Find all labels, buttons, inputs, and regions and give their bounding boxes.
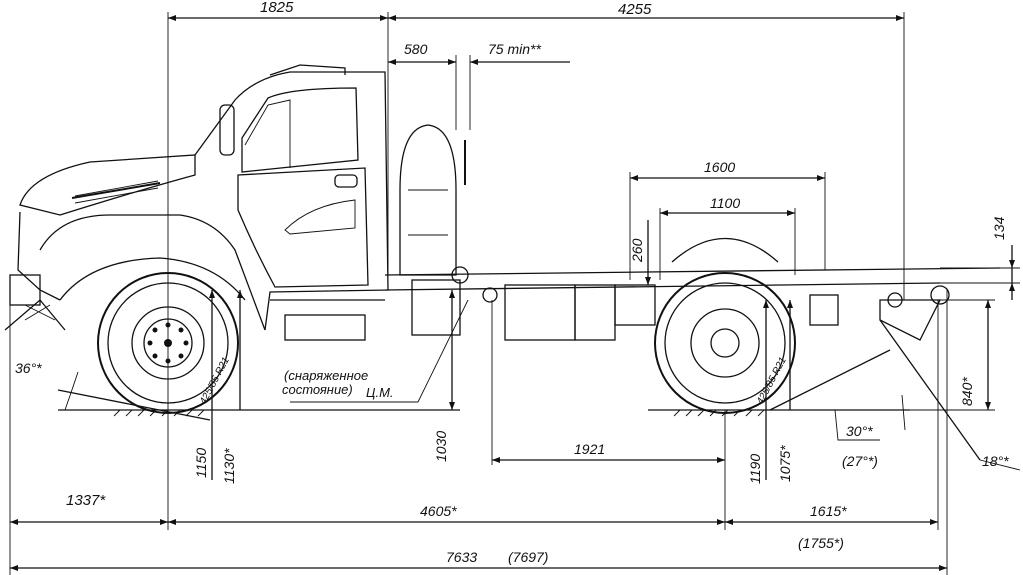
dim-75-min: 75 min** — [488, 41, 541, 57]
dim-260: 260 — [629, 238, 645, 263]
truck-cab — [9, 64, 389, 341]
cg-note-line2: состояние) — [282, 382, 353, 397]
dim-1337: 1337* — [66, 492, 106, 509]
dim-27-deg: (27°*) — [842, 453, 878, 469]
dim-36-deg: 36°* — [15, 360, 42, 376]
dim-1615: 1615* — [810, 503, 847, 519]
dim-840: 840* — [959, 377, 975, 406]
dim-1600: 1600 — [704, 159, 735, 175]
dim-1075: 1075* — [777, 445, 793, 482]
dim-580: 580 — [404, 41, 428, 57]
dim-4255: 4255 — [618, 1, 652, 18]
ground-lines — [58, 409, 910, 417]
dim-1100: 1100 — [710, 195, 740, 211]
dim-7633: 7633 — [446, 549, 477, 565]
dimension-lines — [9, 12, 1021, 575]
cg-note-line1: (снаряженное — [284, 368, 368, 383]
dim-18-deg: 18°* — [982, 453, 1009, 469]
dim-134: 134 — [991, 216, 1007, 240]
dim-1825: 1825 — [260, 0, 294, 16]
cg-note-cm: Ц.М. — [366, 385, 394, 400]
dim-30-deg: 30°* — [846, 423, 873, 439]
dimension-labels: 1825 4255 580 75 min** 1600 1100 134 260… — [15, 0, 1009, 565]
dim-1130: 1130* — [221, 448, 237, 484]
dim-4605: 4605* — [420, 503, 457, 519]
chassis-frame — [384, 266, 1001, 341]
dim-7697: (7697) — [508, 549, 548, 565]
dim-1150: 1150 — [193, 448, 209, 478]
dim-1755: (1755*) — [798, 535, 844, 551]
dim-1030: 1030 — [433, 431, 449, 462]
spare-wheel — [399, 124, 466, 276]
dim-1921: 1921 — [574, 441, 605, 457]
dim-1190: 1190 — [747, 454, 763, 484]
tow-hook — [4, 299, 66, 331]
